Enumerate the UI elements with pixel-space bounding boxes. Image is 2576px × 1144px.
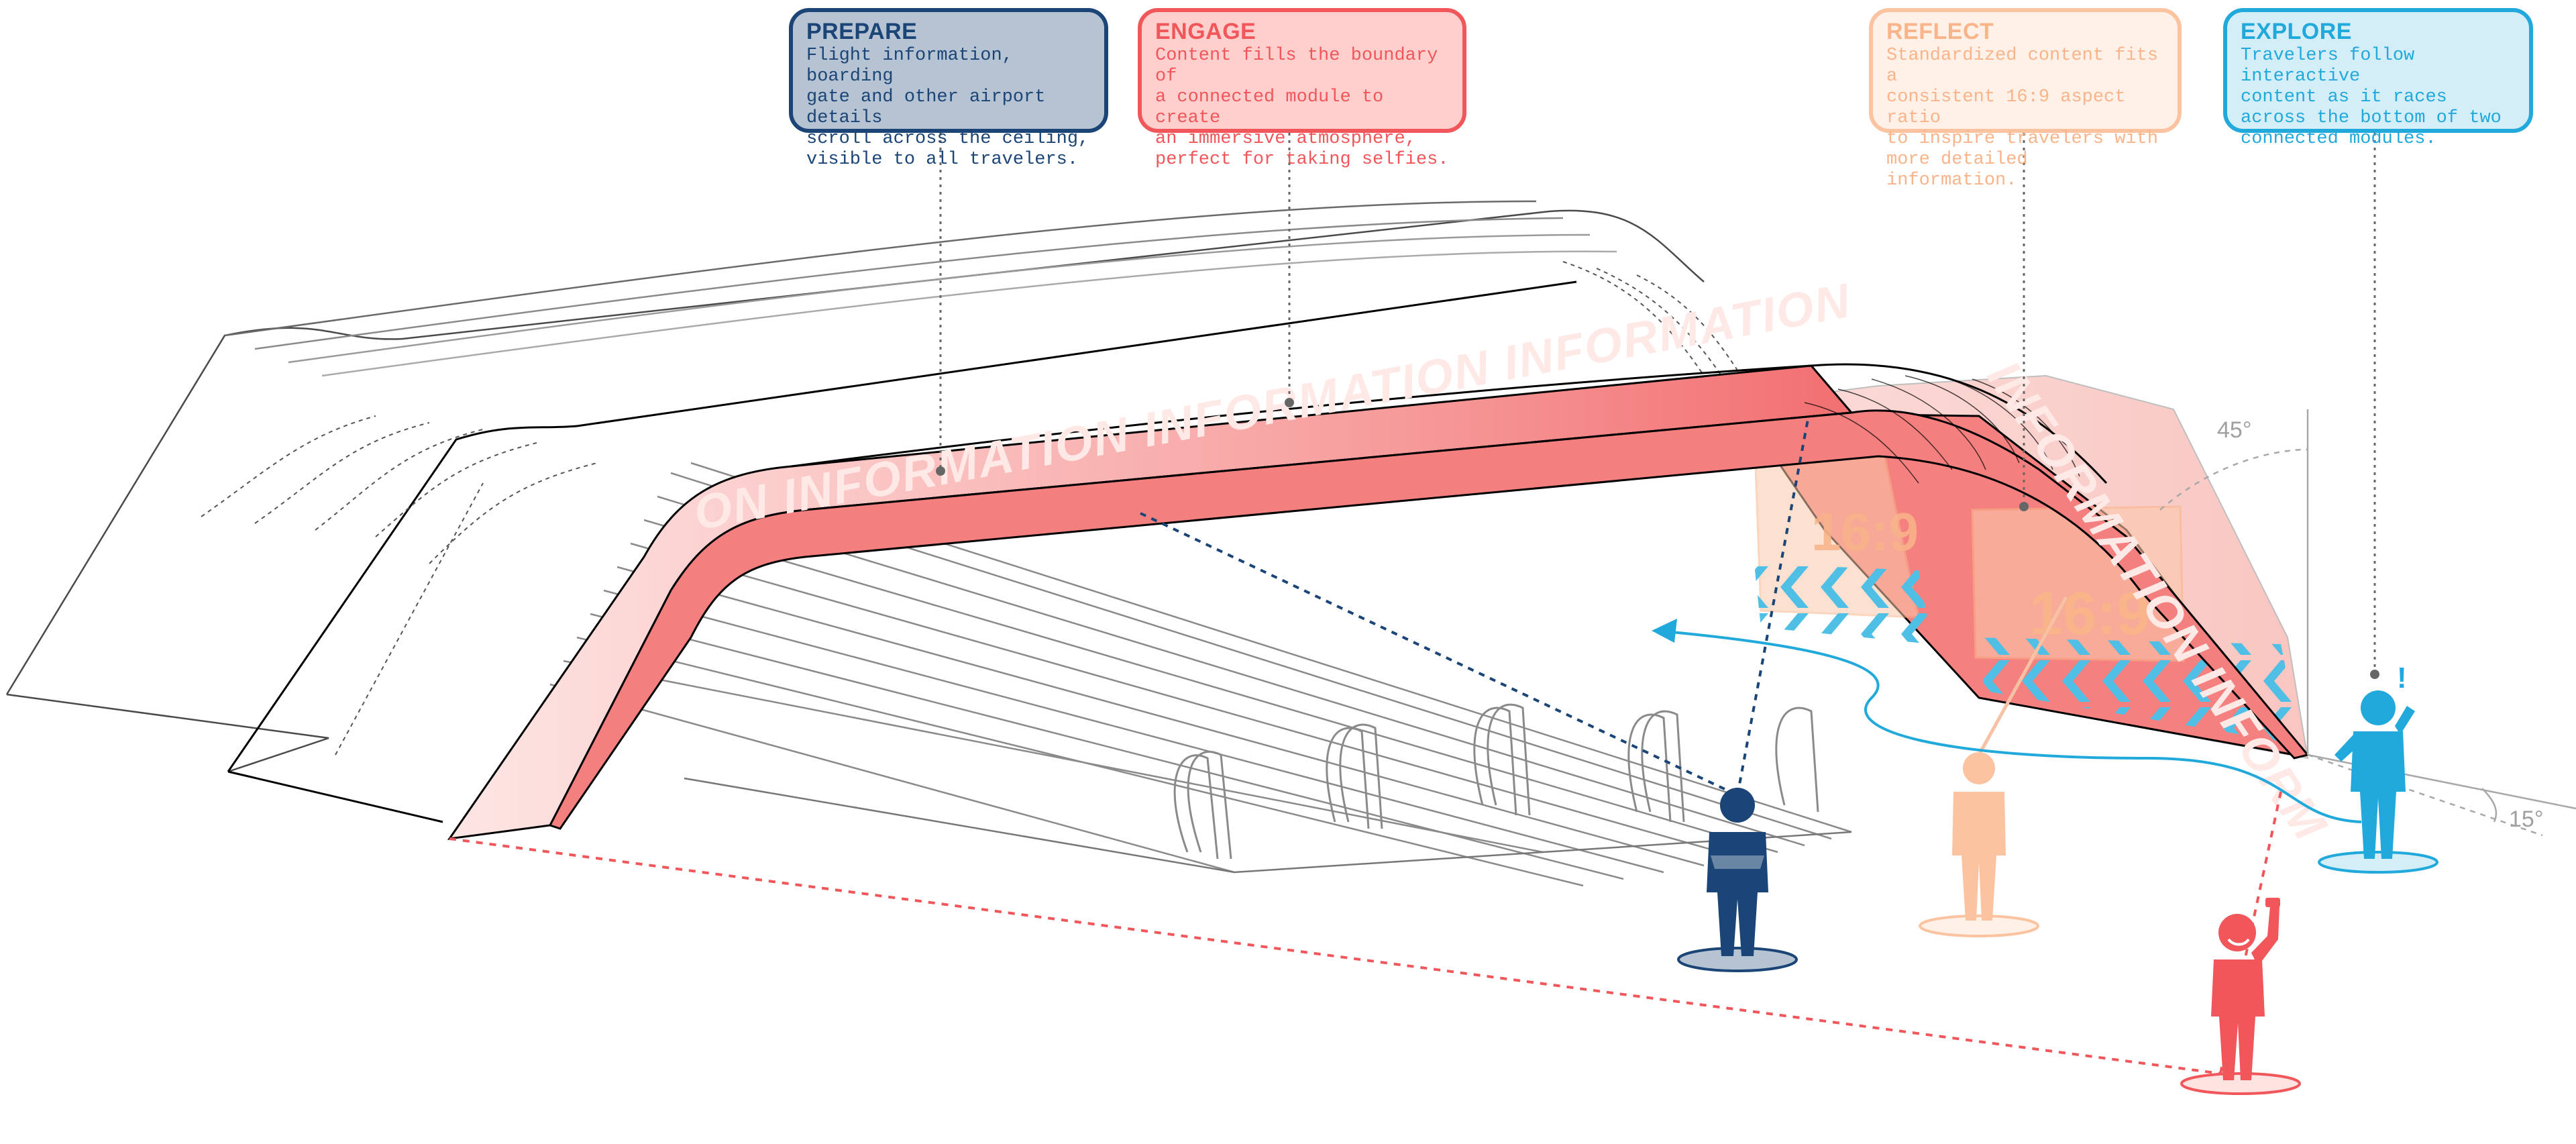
callout-reflect-title: REFLECT xyxy=(1886,19,1994,44)
callout-reflect-body: Standardized content fits a consistent 1… xyxy=(1886,46,2164,191)
chevron-strip-left xyxy=(1754,564,1932,644)
callout-engage-title: ENGAGE xyxy=(1155,19,1256,44)
callout-reflect-line: consistent 16:9 aspect ratio xyxy=(1886,87,2126,128)
callout-engage-line: perfect for taking selfies. xyxy=(1155,150,1449,170)
back-module-wireframes xyxy=(5,200,1705,823)
explore-arrow-head xyxy=(1652,619,1677,643)
callout-prepare-line: Flight information, boarding xyxy=(806,46,1013,87)
callout-explore-line: connected modules. xyxy=(2241,129,2436,149)
callout-reflect: REFLECT Standardized content fits a cons… xyxy=(1869,8,2182,191)
callout-prepare-line: visible to all travelers. xyxy=(806,150,1079,170)
traveler-engage xyxy=(2180,898,2301,1095)
callout-prepare-line: scroll across the ceiling, xyxy=(806,129,1089,149)
screen-16-9-left: 16:9 xyxy=(1753,425,1932,644)
explore-exclaim-text: ! xyxy=(2397,662,2407,694)
callout-engage-body: Content fills the boundary of a connecte… xyxy=(1155,46,1449,170)
callout-prepare-body: Flight information, boarding gate and ot… xyxy=(806,46,1091,170)
roof-dashed-arcs xyxy=(201,261,1758,756)
canopy-ribbon: ON INFORMATION INFORMATION INFORMATION I… xyxy=(447,274,2337,850)
callout-reflect-line: Standardized content fits a xyxy=(1886,46,2159,87)
angle-label-upper: 45° xyxy=(2217,417,2251,443)
callout-engage-line: a connected module to create xyxy=(1155,87,1384,128)
callout-explore-line: content as it races xyxy=(2241,87,2447,107)
traveler-prepare xyxy=(1677,788,1798,972)
sight-lines xyxy=(449,419,2362,1075)
callout-engage-line: Content fills the boundary of xyxy=(1155,46,1438,87)
callout-explore: EXPLORE Travelers follow interactive con… xyxy=(2223,8,2533,149)
callout-prepare: PREPARE Flight information, boarding gat… xyxy=(789,8,1108,170)
callout-engage: ENGAGE Content fills the boundary of a c… xyxy=(1138,8,1466,170)
traveler-explore: ! xyxy=(2318,662,2438,874)
callout-leaders xyxy=(939,133,2376,674)
callout-explore-line: Travelers follow interactive xyxy=(2241,46,2415,87)
callout-prepare-title: PREPARE xyxy=(806,19,918,44)
callout-explore-line: across the bottom of two xyxy=(2241,108,2502,128)
callout-reflect-line: to inspire travelers with xyxy=(1886,129,2159,149)
angle-label-lower: 15° xyxy=(2509,807,2543,832)
screen-ratio-label-left: 16:9 xyxy=(1811,502,1919,562)
traveler-reflect xyxy=(1919,752,2039,937)
callout-explore-title: EXPLORE xyxy=(2241,19,2352,44)
screen-ratio-label-right: 16:9 xyxy=(2029,580,2150,647)
callout-reflect-line: more detailed information. xyxy=(1886,150,2028,191)
callout-engage-line: an immersive atmosphere, xyxy=(1155,129,1416,149)
callout-explore-body: Travelers follow interactive content as … xyxy=(2241,46,2516,150)
callout-prepare-line: gate and other airport details xyxy=(806,87,1046,128)
callout-leader-dots xyxy=(936,398,2379,679)
